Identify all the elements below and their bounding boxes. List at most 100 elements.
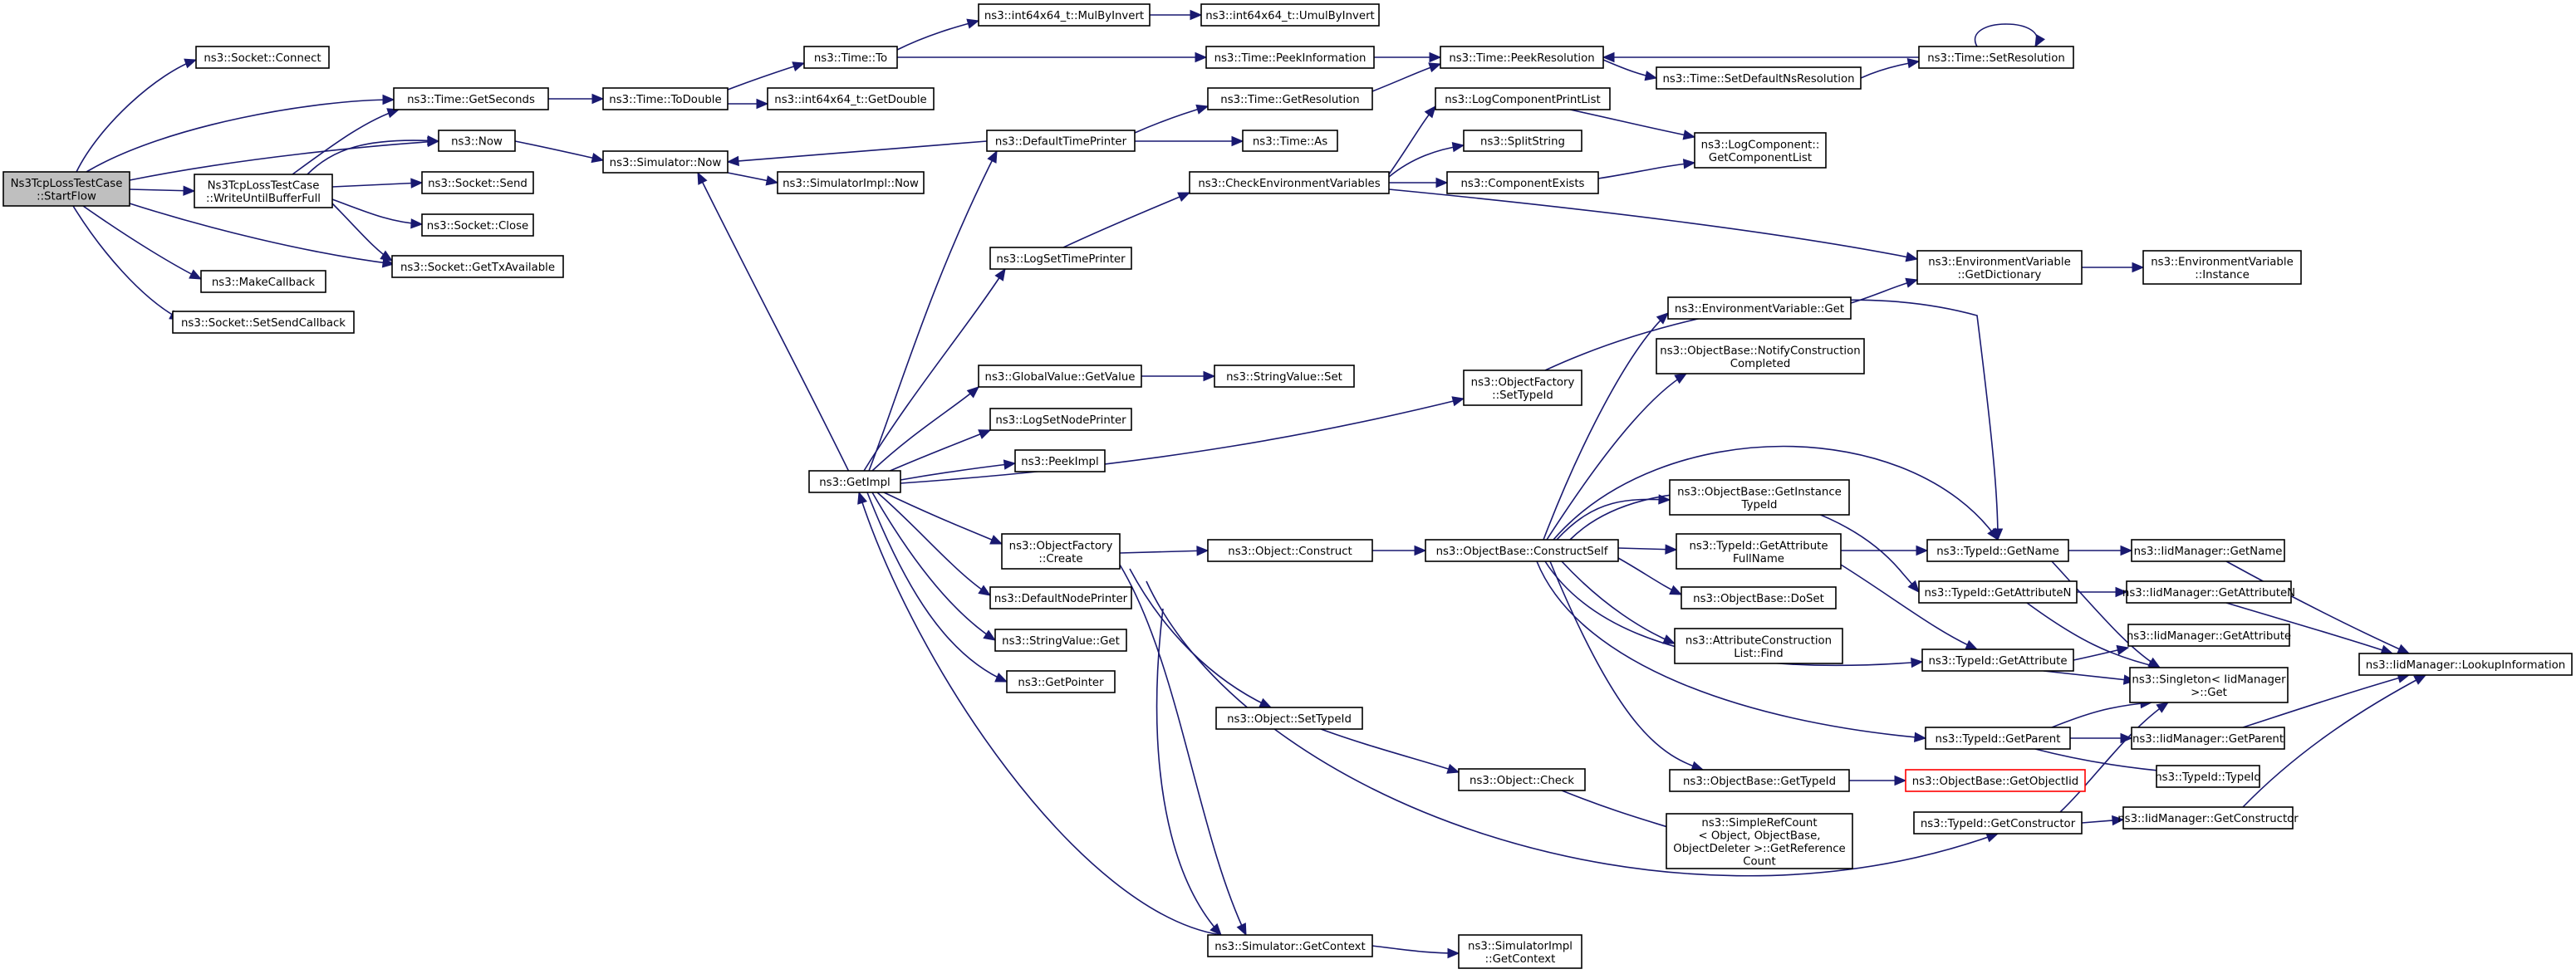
node-getseconds[interactable]: ns3::Time::GetSeconds — [393, 87, 549, 110]
arrow-head — [1894, 775, 1907, 786]
node-simgetcontext[interactable]: ns3::Simulator::GetContext — [1207, 934, 1373, 957]
edge-line — [2051, 560, 2161, 668]
node-objconstruct[interactable]: ns3::Object::Construct — [1207, 539, 1373, 562]
node-now[interactable]: ns3::Now — [438, 130, 516, 152]
node-stringvalueget[interactable]: ns3::StringValue::Get — [994, 629, 1127, 652]
arrow-head — [1669, 585, 1683, 595]
node-getcomplist[interactable]: ns3::LogComponent::GetComponentList — [1694, 132, 1827, 169]
node-defaulttimeprinter[interactable]: ns3::DefaultTimePrinter — [986, 130, 1136, 152]
call-edge — [1371, 945, 1460, 959]
node-setsendcb[interactable]: ns3::Socket::SetSendCallback — [172, 311, 355, 334]
arrow-head — [1231, 135, 1244, 147]
node-mulbyinvert[interactable]: ns3::int64x64_t::MulByInvert — [978, 3, 1151, 27]
node-setdefaultns[interactable]: ns3::Time::SetDefaultNsResolution — [1656, 66, 1862, 90]
edge-line — [876, 492, 991, 596]
call-edge — [863, 267, 1006, 472]
node-objfactorysettypeid[interactable]: ns3::ObjectFactory::SetTypeId — [1463, 370, 1582, 406]
node-label: ns3::TypeId::GetAttribute — [1689, 540, 1828, 552]
node-checkenv[interactable]: ns3::CheckEnvironmentVariables — [1189, 171, 1390, 194]
node-typeidgetattribute[interactable]: ns3::TypeId::GetAttribute — [1921, 649, 2074, 672]
node-notifyconstruction[interactable]: ns3::ObjectBase::NotifyConstructionCompl… — [1656, 338, 1865, 374]
node-logsetnodeprinter[interactable]: ns3::LogSetNodePrinter — [989, 408, 1132, 431]
node-defaultnodeprinter[interactable]: ns3::DefaultNodePrinter — [989, 586, 1132, 609]
node-obgettypeid[interactable]: ns3::ObjectBase::GetTypeId — [1669, 769, 1850, 792]
node-makecallback[interactable]: ns3::MakeCallback — [200, 270, 326, 293]
node-peekinfo[interactable]: ns3::Time::PeekInformation — [1205, 46, 1375, 69]
node-compexists[interactable]: ns3::ComponentExists — [1446, 171, 1599, 194]
node-iidgetparent[interactable]: ns3::IidManager::GetParent — [2131, 727, 2285, 750]
node-iidgetattributen[interactable]: ns3::IidManager::GetAttributeN — [2122, 580, 2295, 604]
node-typeidgetparent[interactable]: ns3::TypeId::GetParent — [1925, 727, 2071, 750]
node-getres[interactable]: ns3::Time::GetResolution — [1207, 87, 1373, 110]
node-gettxavail[interactable]: ns3::Socket::GetTxAvailable — [391, 255, 564, 278]
node-singletonget[interactable]: ns3::Singleton< IidManager>::Get — [2129, 667, 2289, 703]
arrow-head — [2116, 644, 2130, 656]
node-simimplnow[interactable]: ns3::SimulatorImpl::Now — [777, 171, 925, 194]
arrow-head — [1435, 177, 1449, 188]
node-constructself[interactable]: ns3::ObjectBase::ConstructSelf — [1425, 539, 1619, 562]
arrow-head — [994, 672, 1008, 683]
node-typeidgetconstructor[interactable]: ns3::TypeId::GetConstructor — [1913, 811, 2083, 835]
node-getimpl[interactable]: ns3::GetImpl — [808, 470, 901, 493]
node-connect[interactable]: ns3::Socket::Connect — [195, 46, 330, 69]
call-edge — [900, 396, 1465, 484]
node-peekres[interactable]: ns3::Time::PeekResolution — [1440, 46, 1604, 69]
node-globalgetvalue[interactable]: ns3::GlobalValue::GetValue — [978, 365, 1142, 388]
node-label: Ns3TcpLossTestCase — [11, 178, 123, 190]
node-box — [989, 408, 1132, 431]
node-close[interactable]: ns3::Socket::Close — [421, 213, 534, 237]
node-iidgetattribute[interactable]: ns3::IidManager::GetAttribute — [2127, 624, 2291, 647]
node-box — [1214, 365, 1355, 388]
node-getdouble[interactable]: ns3::int64x64_t::GetDouble — [767, 87, 935, 110]
node-box — [1001, 533, 1121, 570]
node-umulbyinvert[interactable]: ns3::int64x64_t::UmulByInvert — [1200, 3, 1380, 27]
node-doset[interactable]: ns3::ObjectBase::DoSet — [1681, 586, 1837, 609]
edge-line — [1536, 560, 1926, 739]
call-edge — [1388, 105, 1436, 175]
node-simimplgetcontext[interactable]: ns3::SimulatorImpl::GetContext — [1458, 934, 1582, 969]
node-simplerefcount[interactable]: ns3::SimpleRefCount< Object, ObjectBase,… — [1666, 813, 1853, 869]
node-getattributen[interactable]: ns3::TypeId::GetAttributeN — [1918, 580, 2078, 604]
node-send[interactable]: ns3::Socket::Send — [421, 171, 534, 194]
node-peekimpl[interactable]: ns3::PeekImpl — [1014, 449, 1106, 472]
node-typeidtypeid[interactable]: ns3::TypeId::TypeId — [2155, 765, 2261, 788]
node-label: Count — [1743, 855, 1776, 868]
node-getobjectiid[interactable]: ns3::ObjectBase::GetObjectIid — [1905, 769, 2086, 792]
node-objsettypeid[interactable]: ns3::Object::SetTypeId — [1215, 707, 1363, 730]
edge-line — [514, 140, 604, 161]
node-envinstance[interactable]: ns3::EnvironmentVariable::Instance — [2142, 250, 2302, 285]
node-logsettimeprinter[interactable]: ns3::LogSetTimePrinter — [989, 247, 1132, 270]
node-writeuntil[interactable]: Ns3TcpLossTestCase::WriteUntilBufferFull — [194, 174, 333, 208]
edge-line — [331, 182, 423, 188]
arrow-head — [1195, 51, 1208, 63]
node-envgetdict[interactable]: ns3::EnvironmentVariable::GetDictionary — [1916, 250, 2083, 285]
node-iidgetname[interactable]: ns3::IidManager::GetName — [2131, 539, 2285, 562]
arrow-head — [1446, 763, 1460, 774]
node-timeto[interactable]: ns3::Time::To — [803, 46, 898, 69]
node-todouble[interactable]: ns3::Time::ToDouble — [602, 87, 729, 110]
arrow-head — [1447, 947, 1460, 959]
node-logcompprintlist[interactable]: ns3::LogComponentPrintList — [1435, 87, 1611, 110]
node-objcheck[interactable]: ns3::Object::Check — [1458, 768, 1586, 791]
node-simnow[interactable]: ns3::Simulator::Now — [602, 150, 729, 174]
node-timeas[interactable]: ns3::Time::As — [1242, 130, 1338, 152]
node-stringvalueset[interactable]: ns3::StringValue::Set — [1214, 365, 1355, 388]
node-getpointer[interactable]: ns3::GetPointer — [1006, 670, 1116, 693]
node-iidgetconstructor[interactable]: ns3::IidManager::GetConstructor — [2117, 806, 2299, 830]
node-label: ns3::Socket::GetTxAvailable — [400, 262, 555, 274]
node-lookupinfo[interactable]: ns3::IidManager::LookupInformation — [2358, 653, 2573, 676]
node-box — [1694, 132, 1827, 169]
call-edge — [1561, 560, 1676, 644]
node-typeidgetname[interactable]: ns3::TypeId::GetName — [1926, 539, 2069, 562]
node-root[interactable]: Ns3TcpLossTestCase::StartFlow — [2, 171, 130, 207]
node-splitstring[interactable]: ns3::SplitString — [1463, 130, 1582, 152]
node-envget[interactable]: ns3::EnvironmentVariable::Get — [1667, 296, 1852, 320]
node-objfactorycreate[interactable]: ns3::ObjectFactory::Create — [1001, 533, 1121, 570]
edge-line — [863, 268, 1006, 472]
node-setres[interactable]: ns3::Time::SetResolution — [1918, 46, 2074, 69]
arrow-head — [2132, 262, 2145, 273]
node-box — [1918, 580, 2078, 604]
